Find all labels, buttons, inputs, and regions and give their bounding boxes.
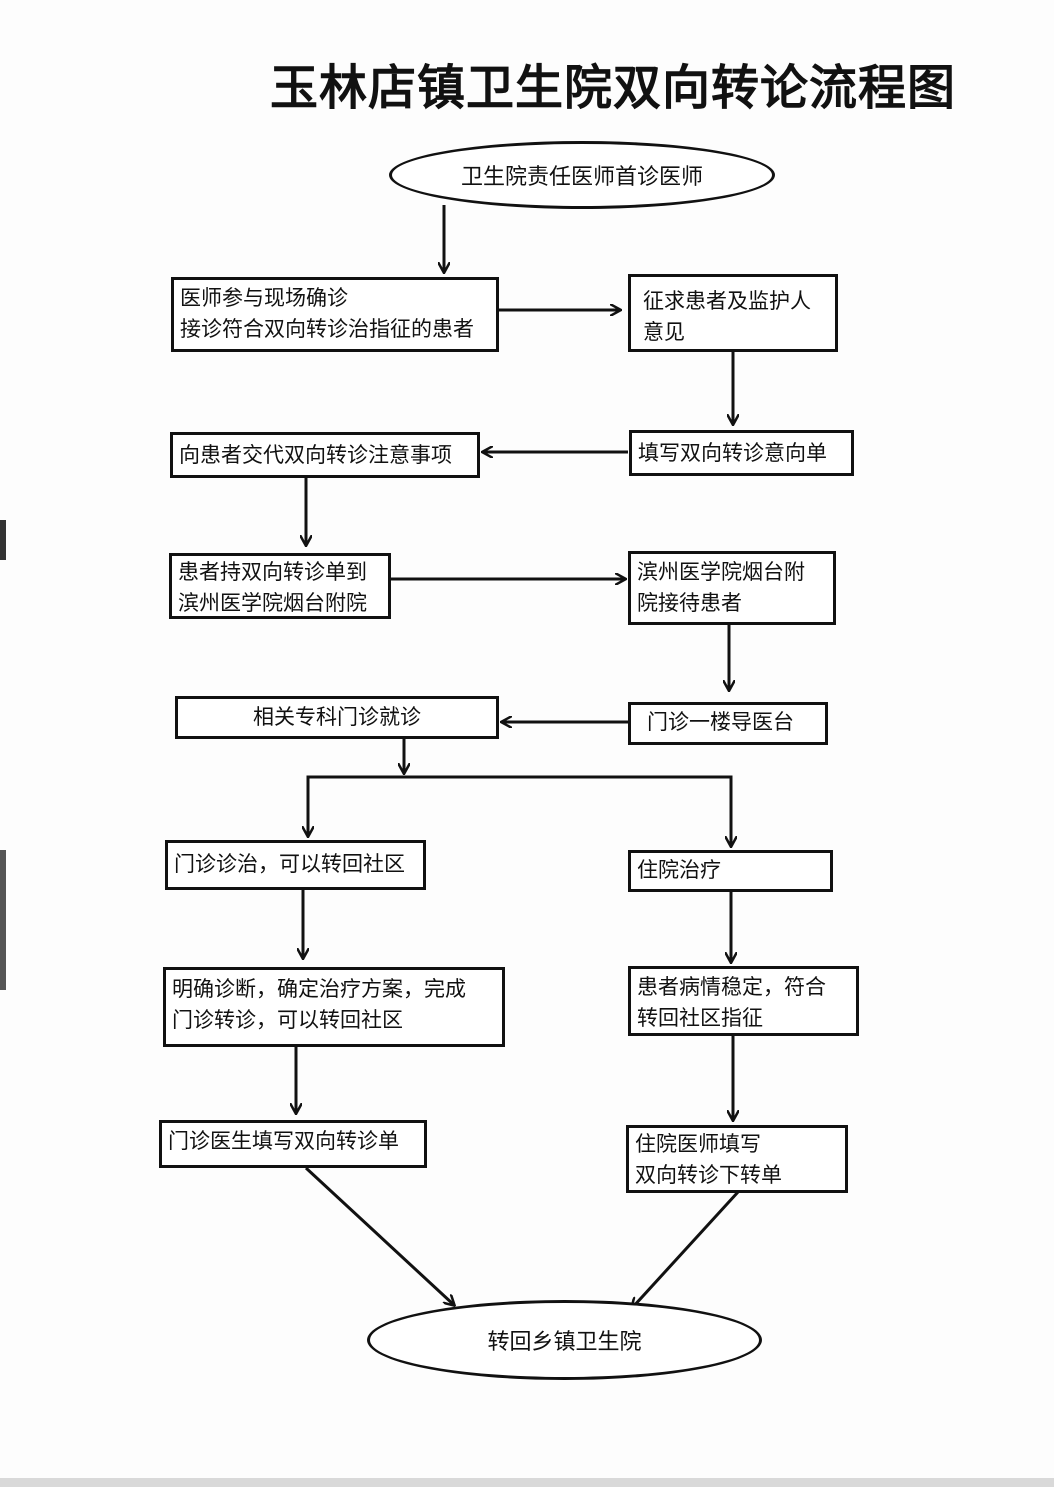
start-node: 卫生院责任医师首诊医师: [389, 141, 775, 209]
carry-box: 患者持双向转诊单到 滨州医学院烟台附院: [169, 553, 391, 619]
stable-box: 患者病情稳定，符合 转回社区指征: [628, 966, 859, 1036]
page-title: 玉林店镇卫生院双向转论流程图: [270, 60, 957, 116]
arrow-ipd-form-to-end: [632, 1190, 740, 1308]
receive-box: 滨州医学院烟台附 院接待患者: [628, 551, 836, 625]
notice-box: 向患者交代双向转诊注意事项: [170, 432, 480, 478]
opd-form-box: 门诊医生填写双向转诊单: [159, 1120, 427, 1168]
scan-edge-mark: [0, 850, 6, 990]
diagnosis-box: 明确诊断，确定治疗方案，完成 门诊转诊，可以转回社区: [163, 967, 505, 1047]
scan-bottom-strip: [0, 1478, 1054, 1487]
split-connector: [306, 775, 731, 846]
guide-box: 门诊一楼导医台: [628, 702, 828, 745]
form-box: 填写双向转诊意向单: [629, 430, 854, 476]
scan-edge-mark: [0, 520, 6, 560]
outpatient-box: 门诊诊治，可以转回社区: [165, 840, 426, 890]
arrow-opd-form-to-end: [304, 1166, 454, 1305]
end-node: 转回乡镇卫生院: [367, 1300, 762, 1380]
specialty-box: 相关专科门诊就诊: [175, 696, 499, 739]
consent-box: 征求患者及监护人 意见: [628, 274, 838, 352]
ipd-form-box: 住院医师填写 双向转诊下转单: [626, 1125, 848, 1193]
confirm-box: 医师参与现场确诊 接诊符合双向转诊治指征的患者: [171, 277, 499, 352]
inpatient-box: 住院治疗: [628, 850, 833, 892]
